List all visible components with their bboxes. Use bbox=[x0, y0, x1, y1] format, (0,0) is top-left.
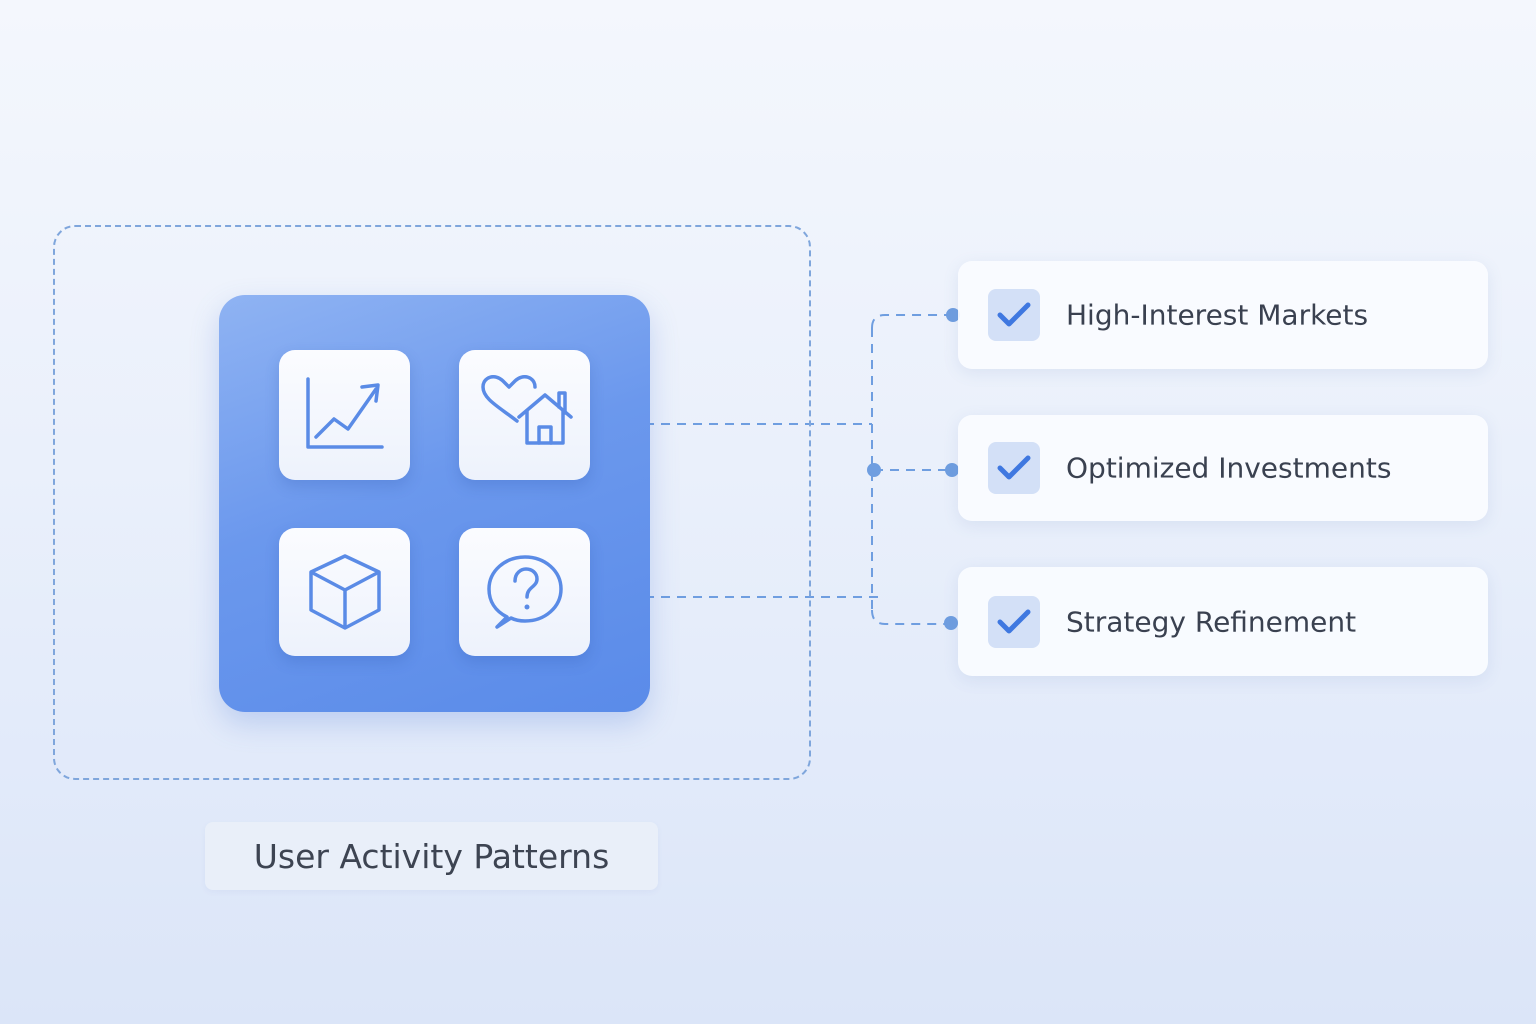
caption-pill: User Activity Patterns bbox=[205, 822, 658, 890]
checkbox[interactable] bbox=[988, 595, 1040, 648]
check-icon bbox=[997, 302, 1031, 327]
tile-trend-chart[interactable] bbox=[279, 350, 410, 480]
tile-question-chat[interactable] bbox=[459, 528, 590, 656]
tile-cube[interactable] bbox=[279, 528, 410, 656]
checkbox[interactable] bbox=[988, 289, 1040, 341]
output-card-high-interest-markets[interactable]: High-Interest Markets bbox=[958, 261, 1488, 369]
question-chat-icon bbox=[486, 555, 563, 629]
card-label: Optimized Investments bbox=[1066, 451, 1392, 485]
checkbox[interactable] bbox=[988, 442, 1040, 494]
tile-heart-home[interactable] bbox=[459, 350, 590, 480]
heart-home-icon bbox=[480, 375, 573, 445]
trend-chart-icon bbox=[305, 377, 384, 449]
output-card-strategy-refinement[interactable]: Strategy Refinement bbox=[958, 567, 1488, 676]
junction-node bbox=[867, 463, 881, 477]
check-icon bbox=[997, 609, 1031, 633]
output-card-optimized-investments[interactable]: Optimized Investments bbox=[958, 415, 1488, 521]
cube-icon bbox=[308, 554, 381, 630]
activity-group-frame bbox=[53, 225, 811, 780]
connector-bottom-branch bbox=[871, 609, 950, 625]
connector-top-branch bbox=[871, 314, 950, 329]
caption-text: User Activity Patterns bbox=[253, 836, 610, 876]
card-label: High-Interest Markets bbox=[1066, 298, 1369, 332]
activity-hub-panel bbox=[219, 295, 650, 712]
output-node-3 bbox=[944, 616, 958, 630]
check-icon bbox=[997, 455, 1031, 480]
card-label: Strategy Refinement bbox=[1066, 605, 1357, 638]
output-node-2 bbox=[945, 463, 959, 477]
